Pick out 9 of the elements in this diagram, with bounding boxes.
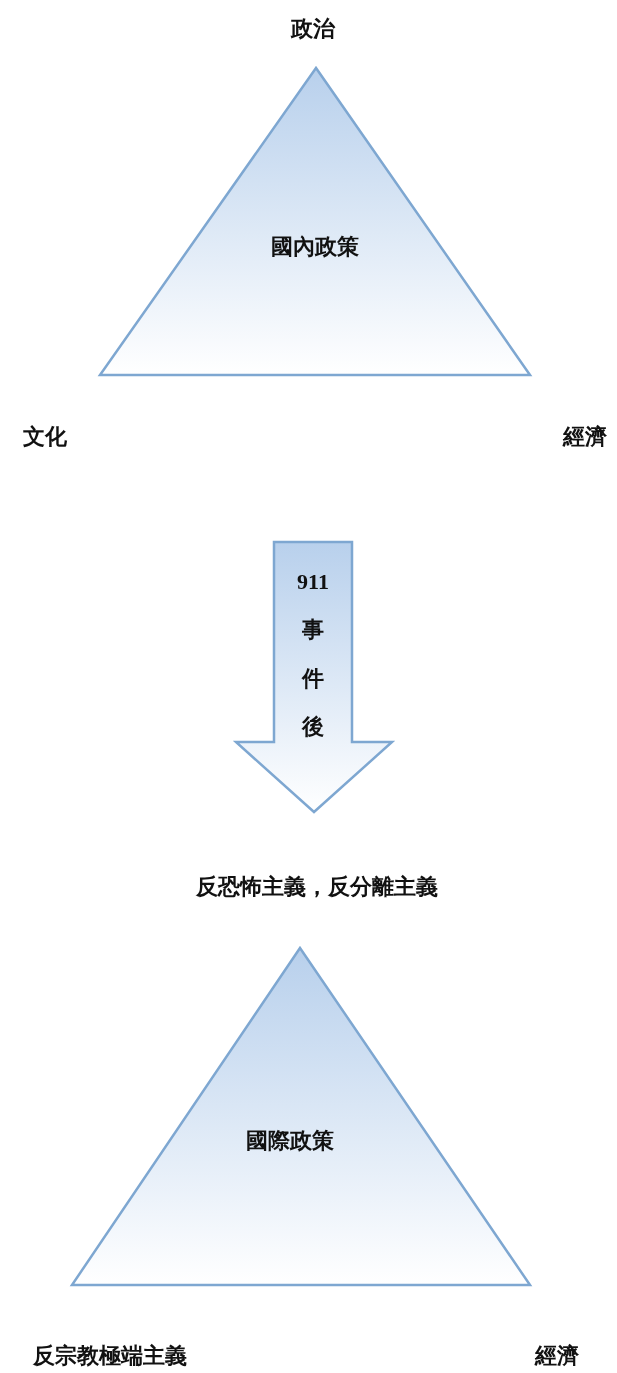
corner-label: 反宗教極端主義	[33, 1343, 187, 1370]
corner-label: 反恐怖主義，反分離主義	[196, 874, 438, 901]
node-text: 國內政策	[271, 234, 359, 261]
corner-label: 經濟	[535, 1343, 579, 1370]
node-text: 國際政策	[246, 1128, 334, 1155]
node-text: 911事件後	[296, 568, 330, 742]
corner-label: 政治	[291, 16, 335, 43]
corner-label: 經濟	[563, 424, 607, 451]
corner-label: 文化	[23, 424, 67, 451]
